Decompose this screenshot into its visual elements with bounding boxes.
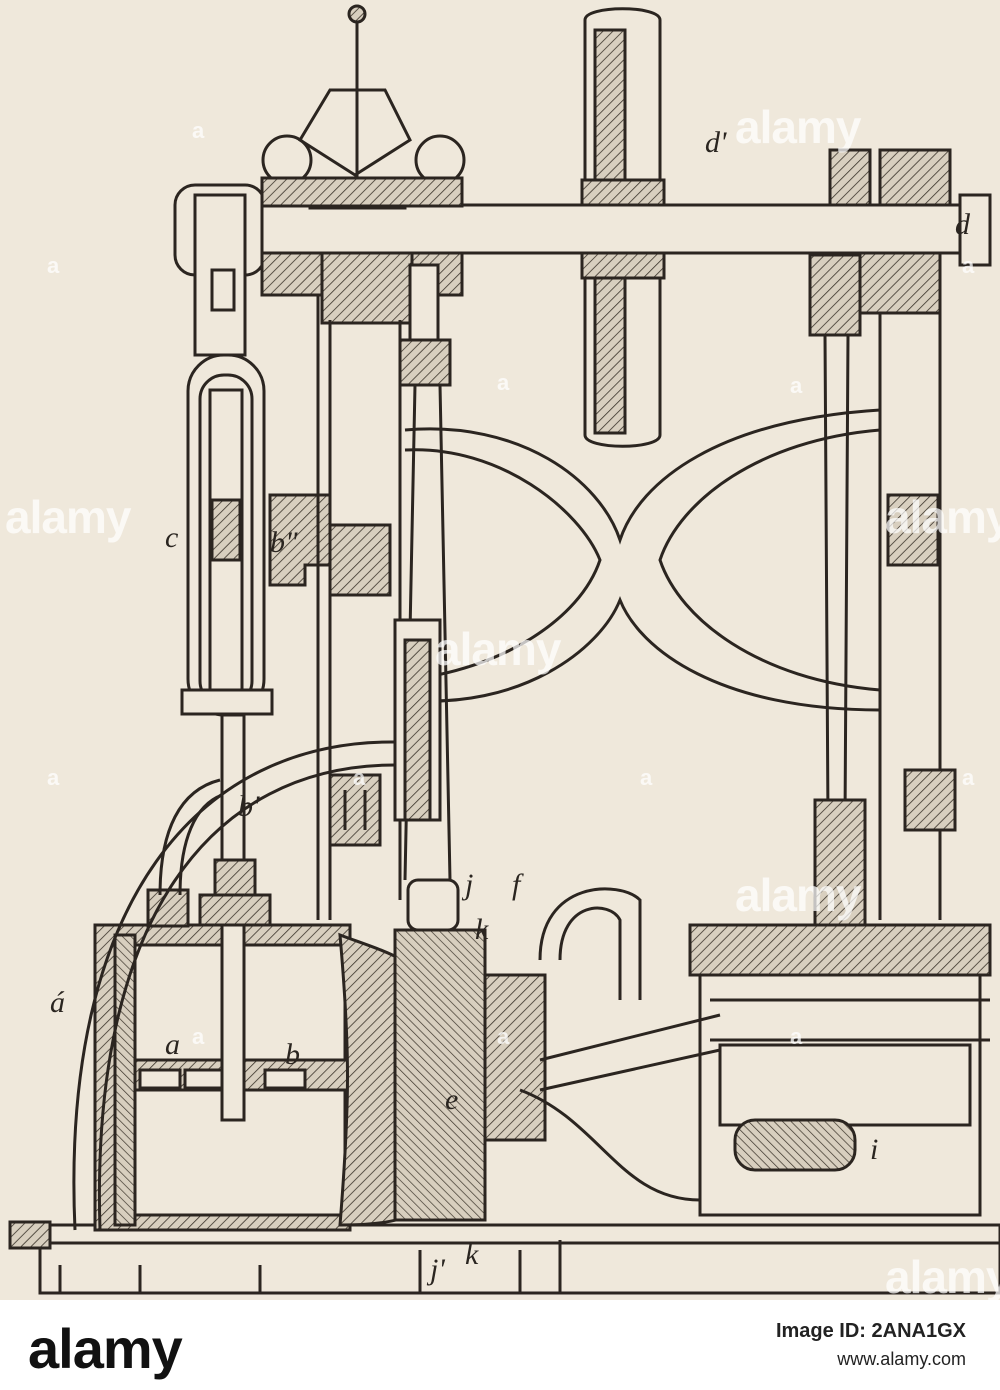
watermark-letter: a (962, 253, 975, 278)
pump-rod (823, 334, 850, 821)
label-k-bottom: k (465, 1238, 479, 1271)
label-d-prime: d' (705, 126, 727, 159)
footer-info: Image ID: 2ANA1GX www.alamy.com (776, 1320, 966, 1370)
label-i: i (870, 1133, 879, 1166)
watermark-word: alamy (885, 1251, 1000, 1300)
watermark-letter: a (497, 370, 510, 395)
watermark-letter: a (47, 253, 60, 278)
crankshaft (260, 203, 992, 255)
engraving-illustration: d' d c b" b' j f k á a b e i j' k a a a … (0, 0, 1000, 1300)
label-k-top: k (475, 913, 489, 946)
label-b-prime: b' (238, 790, 260, 823)
label-c: c (165, 521, 179, 554)
watermark-word: alamy (5, 491, 131, 543)
watermark-letter: a (640, 765, 653, 790)
watermark-letter: a (790, 373, 803, 398)
watermark-letter: a (192, 1024, 205, 1049)
watermark-letter: a (192, 118, 205, 143)
label-a: a (165, 1028, 180, 1061)
watermark-word: alamy (735, 101, 861, 153)
label-b: b (285, 1038, 300, 1071)
label-b-double-prime: b" (270, 526, 298, 559)
cross-frame (404, 408, 881, 545)
steam-engine-drawing (8, 4, 1000, 1295)
footer-logo-text: alamy (28, 1317, 183, 1380)
air-pump-cylinder (688, 923, 992, 977)
governor (297, 88, 412, 177)
label-j-top: j (465, 868, 474, 901)
watermark-letter: a (353, 765, 366, 790)
watermark-letter: a (47, 765, 60, 790)
footer-bar: alamy Image ID: 2ANA1GX www.alamy.com (0, 1300, 1000, 1390)
label-j-bottom: j' (430, 1253, 445, 1286)
site-url[interactable]: www.alamy.com (837, 1349, 966, 1369)
alamy-logo[interactable]: alamy (28, 1316, 183, 1381)
watermark-letter: a (497, 1024, 510, 1049)
watermark-letter: a (962, 765, 975, 790)
image-id: Image ID: 2ANA1GX (775, 1320, 966, 1342)
label-d: d (955, 208, 970, 241)
steam-pipe-outer (72, 740, 396, 1231)
label-f: f (512, 868, 521, 901)
label-e: e (445, 1083, 459, 1116)
watermark-word: alamy (435, 623, 561, 675)
watermark-word: alamy (735, 869, 861, 921)
watermark-word: alamy (885, 491, 1000, 543)
watermark-letter: a (790, 1024, 803, 1049)
label-a-prime: á (50, 986, 65, 1019)
